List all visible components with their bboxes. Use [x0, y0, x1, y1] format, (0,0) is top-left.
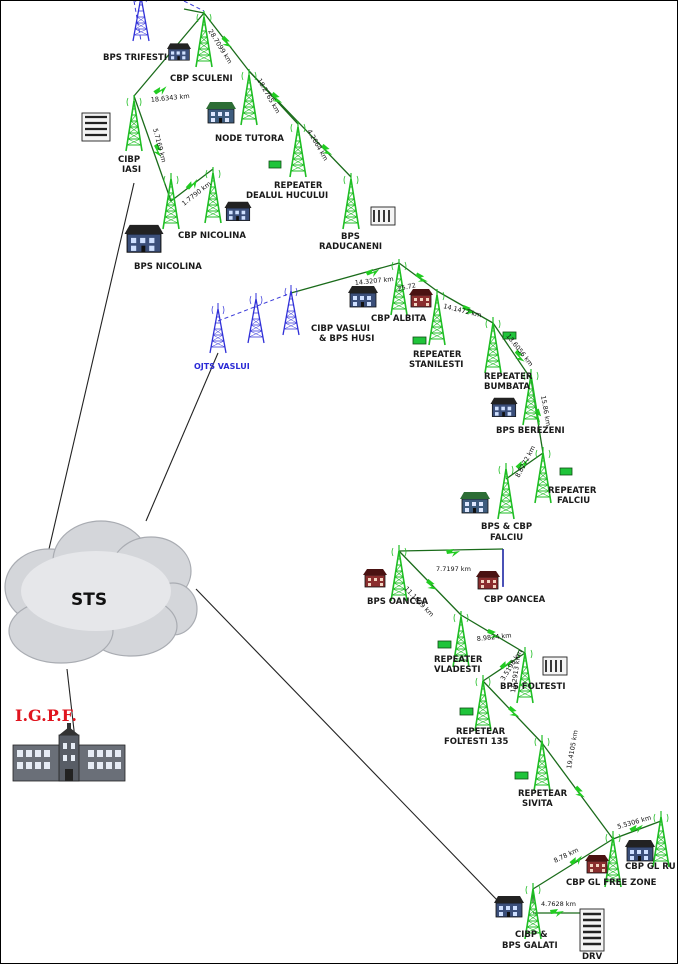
label-cbp-sculeni: CBP SCULENI — [170, 74, 233, 84]
label-bps-foltesti: BPS FOLTESTI — [500, 682, 566, 692]
dist-bumbata-berezeni: 15.86 km — [539, 395, 552, 427]
label-bps-berezeni: BPS BEREZENI — [496, 426, 565, 436]
tower-raducaneni — [342, 172, 360, 230]
dist-tutora-dealul: 4.2664 km — [305, 128, 329, 162]
label-cibp-galati-2: BPS GALATI — [502, 941, 558, 951]
label-repetear-sivita-2: SIVITA — [522, 799, 553, 809]
dist-vladesti-foltesti: 8.9824 km — [476, 631, 512, 643]
towers — [125, 10, 670, 940]
distance-labels: 28.7099 km 18.6343 km 18.2765 km 4.2664 … — [150, 28, 652, 908]
label-cibp-galati-1: CIBP & — [515, 930, 548, 940]
label-bps-cbp-falciu-2: FALCIU — [490, 533, 523, 543]
label-cibp-iasi-2: IASI — [122, 165, 141, 175]
building-trifesti — [166, 43, 192, 61]
label-repeater-bumbata-2: BUMBATA — [484, 382, 530, 392]
radio-links — [133, 8, 662, 914]
label-repetear-foltesti-2: FOLTESTI 135 — [444, 737, 509, 747]
dist-vaslui-albita: 14.3207 km — [354, 275, 394, 287]
tower-foltesti-135 — [474, 674, 492, 732]
building-iasi — [80, 111, 112, 143]
site-labels: BPS TRIFESTI CBP SCULENI NODE TUTORA CIB… — [103, 53, 676, 962]
label-repeater-vladesti-1: REPEATER — [434, 655, 483, 665]
label-repeater-dealul-1: REPEATER — [274, 181, 323, 191]
building-falciu — [459, 491, 491, 514]
label-repeater-stanilesti-2: STANILESTI — [409, 360, 463, 370]
building-vaslui — [347, 285, 379, 308]
dist-albita-short: 25.72 — [397, 281, 417, 293]
label-repeater-falciu-1: REPEATER — [548, 486, 597, 496]
label-bps-nicolina: BPS NICOLINA — [134, 262, 202, 272]
tower-nicolina-2 — [204, 166, 222, 224]
label-cibp-iasi-1: CIBP — [118, 155, 140, 165]
building-galati — [493, 895, 525, 918]
label-bps-cbp-falciu-1: BPS & CBP — [481, 522, 532, 532]
building-gl-ru — [624, 839, 656, 862]
dist-albita-stanilesti: 14.1472 km — [443, 302, 483, 319]
building-raducaneni — [370, 206, 396, 226]
tower-dealul — [289, 120, 307, 178]
label-bps-raducaneni-1: BPS — [341, 232, 360, 242]
tower-vaslui-2 — [247, 292, 265, 344]
label-repeater-stanilesti-1: REPEATER — [413, 350, 462, 360]
dist-galati-drv: 4.7628 km — [541, 900, 576, 908]
buildings — [80, 43, 656, 952]
sts-label: STS — [71, 590, 107, 610]
building-foltesti — [542, 656, 568, 676]
tower-bumbata — [484, 316, 502, 374]
building-bps-oancea — [362, 568, 388, 588]
tower-oancea — [390, 544, 408, 602]
label-repeater-vladesti-2: VLADESTI — [434, 665, 481, 675]
tower-iasi — [125, 94, 143, 152]
tower-sivita — [533, 734, 551, 792]
igpf-building — [12, 723, 126, 782]
dist-berezeni-falciu: 8.8272 km — [514, 444, 537, 479]
wired-links — [48, 182, 499, 902]
building-tutora — [205, 101, 237, 124]
label-repeater-bumbata-1: REPEATER — [484, 372, 533, 382]
label-node-tutora: NODE TUTORA — [215, 134, 284, 144]
label-ojts-vaslui: OJTS VASLUI — [194, 362, 250, 371]
tower-gl-ru — [652, 810, 670, 868]
label-cbp-albita: CBP ALBITA — [371, 314, 427, 324]
tower-falciu — [497, 462, 515, 520]
building-berezeni — [490, 397, 518, 418]
label-cbp-oancea: CBP OANCEA — [484, 595, 546, 605]
label-cbp-gl-ru: CBP GL RU — [625, 862, 676, 872]
label-bps-raducaneni-2: RADUCANENI — [319, 242, 382, 252]
tower-ojts-vaslui — [209, 302, 227, 354]
label-cibp-vaslui-2: & BPS HUSI — [319, 334, 374, 344]
label-drv: DRV — [582, 952, 603, 962]
sts-cloud: STS — [4, 520, 198, 664]
tower-trifesti — [132, 1, 150, 42]
label-repeater-dealul-2: DEALUL HUCULUI — [246, 191, 328, 201]
label-repeater-falciu-2: FALCIU — [557, 496, 590, 506]
building-nicolina-bps — [123, 224, 165, 253]
label-repetear-sivita-1: REPETEAR — [518, 789, 568, 799]
label-repetear-foltesti-1: REPETEAR — [456, 727, 506, 737]
tower-vaslui-3 — [282, 284, 300, 336]
building-nicolina-cbp — [224, 201, 252, 222]
dist-sivita-freezone: 19.4105 km — [565, 730, 580, 770]
igpf-label: I.G.P.F. — [15, 706, 77, 725]
label-bps-trifesti: BPS TRIFESTI — [103, 53, 167, 63]
label-cbp-gl-free-zone: CBP GL FREE ZONE — [566, 878, 657, 888]
label-bps-oancea: BPS OANCEA — [367, 597, 429, 607]
building-free-zone — [584, 854, 610, 874]
building-drv — [579, 908, 605, 952]
building-cbp-oancea — [475, 570, 501, 590]
dist-oancea-link: 7.7197 km — [436, 565, 471, 573]
building-albita — [408, 288, 434, 308]
repeater-boxes — [268, 160, 573, 780]
label-cbp-nicolina: CBP NICOLINA — [178, 231, 246, 241]
label-cibp-vaslui-1: CIBP VASLUI — [311, 324, 370, 334]
radio-link-bolts — [150, 35, 645, 917]
dist-iasi-nicolina: 5.7169 km — [151, 127, 168, 163]
blue-dashed-links — [133, 1, 292, 322]
